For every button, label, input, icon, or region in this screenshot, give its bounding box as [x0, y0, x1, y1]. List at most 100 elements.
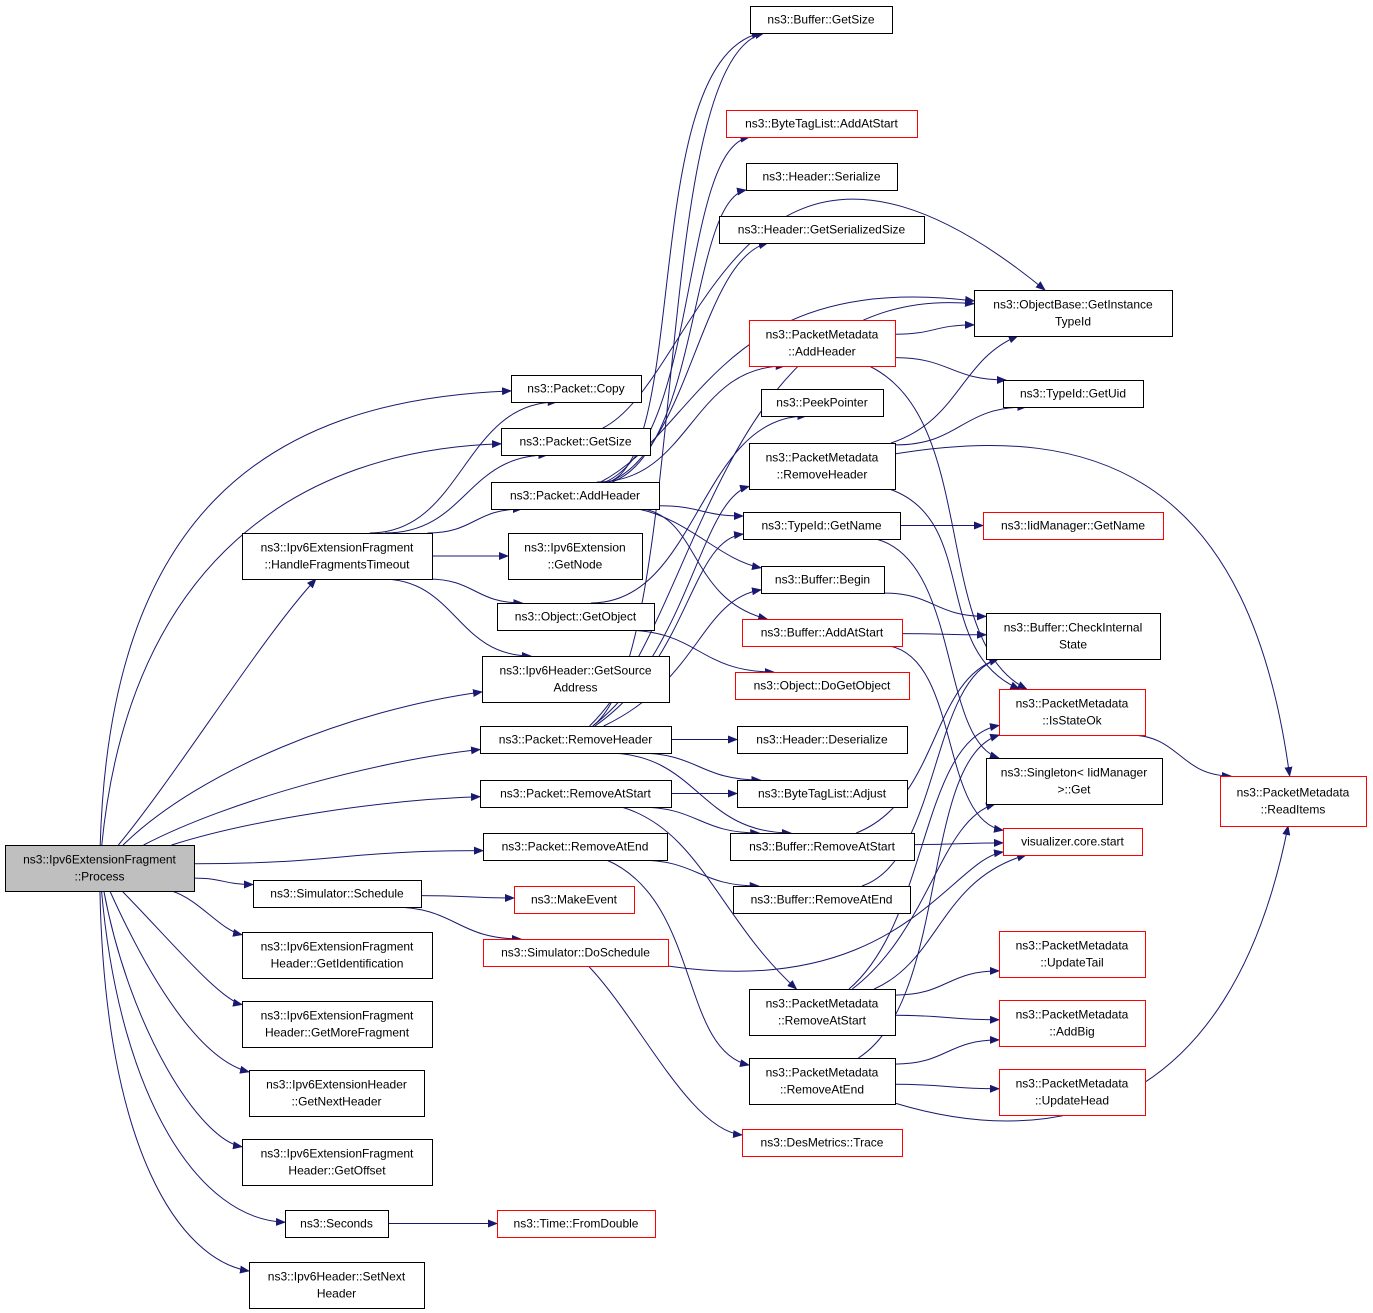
node-buffer-begin[interactable]: ns3::Buffer::Begin	[761, 566, 885, 594]
node-box	[749, 320, 896, 367]
node-box	[999, 931, 1146, 978]
node-label-line: ns3::Ipv6ExtensionFragment	[261, 1009, 414, 1023]
node-box	[491, 482, 660, 510]
node-pm-isstateok[interactable]: ns3::PacketMetadata::IsStateOk	[999, 689, 1146, 736]
node-object-dogetobject[interactable]: ns3::Object::DoGetObject	[735, 672, 910, 700]
node-label-line: ns3::ByteTagList::Adjust	[758, 787, 887, 801]
node-pm-removeheader[interactable]: ns3::PacketMetadata::RemoveHeader	[749, 443, 896, 490]
node-box	[761, 566, 885, 594]
node-box	[514, 886, 635, 914]
node-label-line: ns3::Ipv6ExtensionFragment	[261, 541, 414, 555]
node-packet-removeatstart[interactable]: ns3::Packet::RemoveAtStart	[480, 780, 672, 808]
node-label-line: ns3::PacketMetadata	[766, 1066, 879, 1080]
node-pm-removeatend[interactable]: ns3::PacketMetadata::RemoveAtEnd	[749, 1058, 896, 1105]
node-label-line: ns3::PacketMetadata	[1237, 786, 1350, 800]
node-box	[483, 939, 669, 967]
node-pm-readitems[interactable]: ns3::PacketMetadata::ReadItems	[1220, 776, 1367, 827]
edge-packet_removeatend-to-buffer_removeatend	[637, 859, 760, 890]
node-frag-getid[interactable]: ns3::Ipv6ExtensionFragmentHeader::GetIde…	[242, 932, 433, 979]
node-object-getobject[interactable]: ns3::Object::GetObject	[497, 603, 655, 631]
node-label-line: ::IsStateOk	[1042, 714, 1102, 728]
node-box	[285, 1210, 389, 1238]
node-box	[719, 216, 925, 244]
node-desmetrics-trace[interactable]: ns3::DesMetrics::Trace	[742, 1129, 903, 1157]
node-pm-removeatstart[interactable]: ns3::PacketMetadata::RemoveAtStart	[749, 989, 896, 1036]
node-peekpointer[interactable]: ns3::PeekPointer	[761, 389, 884, 417]
edge-process-to-seconds	[101, 890, 286, 1226]
node-singleton-get[interactable]: ns3::Singleton< IidManager>::Get	[986, 758, 1163, 805]
node-label-line: ns3::PeekPointer	[776, 396, 867, 410]
node-label-line: ns3::Buffer::RemoveAtEnd	[751, 893, 893, 907]
node-label-line: ::UpdateHead	[1035, 1094, 1109, 1108]
node-box	[737, 780, 908, 808]
node-ext-getnode[interactable]: ns3::Ipv6Extension::GetNode	[508, 533, 643, 580]
edge-sim_doschedule-to-visualizer_start	[667, 849, 1004, 972]
edge-pm_addheader-to-typeid_getuid	[894, 357, 1007, 384]
node-pm-updatehead[interactable]: ns3::PacketMetadata::UpdateHead	[999, 1069, 1146, 1116]
node-label-line: ::Process	[74, 870, 124, 884]
node-box	[737, 726, 908, 754]
edge-packet_removeatstart-to-buffer_removeatstart	[638, 806, 761, 837]
node-label-line: ::GetNode	[548, 558, 603, 572]
edge-process-to-packet_getsize	[101, 440, 502, 846]
node-typeid-getname[interactable]: ns3::TypeId::GetName	[743, 512, 901, 540]
edges-layer	[99, 31, 1293, 1274]
node-packet-addheader[interactable]: ns3::Packet::AddHeader	[491, 482, 660, 510]
node-label-line: ns3::PacketMetadata	[766, 451, 879, 465]
node-label-line: ns3::Ipv6ExtensionHeader	[266, 1078, 407, 1092]
node-frag-getmore[interactable]: ns3::Ipv6ExtensionFragmentHeader::GetMor…	[242, 1001, 433, 1048]
node-box	[761, 389, 884, 417]
node-sim-schedule[interactable]: ns3::Simulator::Schedule	[253, 880, 422, 908]
node-pm-addbig[interactable]: ns3::PacketMetadata::AddBig	[999, 1000, 1146, 1047]
node-exth-getnext[interactable]: ns3::Ipv6ExtensionHeader::GetNextHeader	[249, 1070, 425, 1117]
node-time-fromdouble[interactable]: ns3::Time::FromDouble	[497, 1210, 656, 1238]
node-box	[482, 656, 670, 703]
node-packet-getsize[interactable]: ns3::Packet::GetSize	[501, 428, 651, 456]
node-sim-doschedule[interactable]: ns3::Simulator::DoSchedule	[483, 939, 669, 967]
node-handle-timeout[interactable]: ns3::Ipv6ExtensionFragment::HandleFragme…	[242, 533, 433, 580]
node-process[interactable]: ns3::Ipv6ExtensionFragment::Process	[5, 845, 195, 892]
node-visualizer-start[interactable]: visualizer.core.start	[1003, 828, 1143, 856]
node-box	[480, 780, 672, 808]
node-buffer-getsize[interactable]: ns3::Buffer::GetSize	[750, 6, 893, 34]
node-box	[242, 932, 433, 979]
node-buffer-addatstart[interactable]: ns3::Buffer::AddAtStart	[742, 619, 903, 647]
node-box	[999, 1000, 1146, 1047]
node-box	[735, 672, 910, 700]
node-label-line: Header::GetOffset	[288, 1164, 386, 1178]
node-header-deserialize[interactable]: ns3::Header::Deserialize	[737, 726, 908, 754]
edge-process-to-ipv6h_getsource	[122, 689, 483, 846]
node-packet-removeheader[interactable]: ns3::Packet::RemoveHeader	[480, 726, 672, 754]
node-buffer-removeatstart[interactable]: ns3::Buffer::RemoveAtStart	[730, 833, 915, 861]
node-iidmgr-getname[interactable]: ns3::IidManager::GetName	[983, 512, 1164, 540]
node-seconds[interactable]: ns3::Seconds	[285, 1210, 389, 1238]
node-pm-addheader[interactable]: ns3::PacketMetadata::AddHeader	[749, 320, 896, 367]
edge-pm_removeatstart-to-visualizer_start	[873, 853, 1028, 990]
edge-packet_removeheader-to-bytetag_adjust	[637, 752, 762, 784]
node-header-getsersize[interactable]: ns3::Header::GetSerializedSize	[719, 216, 925, 244]
node-box	[497, 603, 655, 631]
node-pm-updatetail[interactable]: ns3::PacketMetadata::UpdateTail	[999, 931, 1146, 978]
node-buffer-removeatend[interactable]: ns3::Buffer::RemoveAtEnd	[733, 886, 911, 914]
edge-packet_addheader-to-buffer_begin	[638, 508, 762, 571]
edge-packet_addheader-to-buffer_getsize	[608, 31, 762, 483]
node-packet-copy[interactable]: ns3::Packet::Copy	[511, 375, 642, 403]
node-bytetag-addatstart[interactable]: ns3::ByteTagList::AddAtStart	[726, 110, 918, 138]
edge-handle_timeout-to-packet_copy	[369, 398, 558, 534]
node-bytetag-adjust[interactable]: ns3::ByteTagList::Adjust	[737, 780, 908, 808]
node-typeid-getuid[interactable]: ns3::TypeId::GetUid	[1003, 380, 1144, 408]
node-label-line: Address	[553, 681, 597, 695]
node-box	[749, 1058, 896, 1105]
node-make-event[interactable]: ns3::MakeEvent	[514, 886, 635, 914]
node-label-line: ns3::Object::GetObject	[515, 610, 637, 624]
edge-buffer_removeatend-to-buffer_checkinternal	[861, 657, 1000, 887]
node-packet-removeatend[interactable]: ns3::Packet::RemoveAtEnd	[483, 833, 668, 861]
edge-pm_removeheader-to-pm_isstateok	[889, 488, 1021, 690]
node-frag-getoffset[interactable]: ns3::Ipv6ExtensionFragmentHeader::GetOff…	[242, 1139, 433, 1186]
edge-process-to-sim_schedule	[193, 877, 254, 889]
node-header-serialize[interactable]: ns3::Header::Serialize	[746, 163, 898, 191]
